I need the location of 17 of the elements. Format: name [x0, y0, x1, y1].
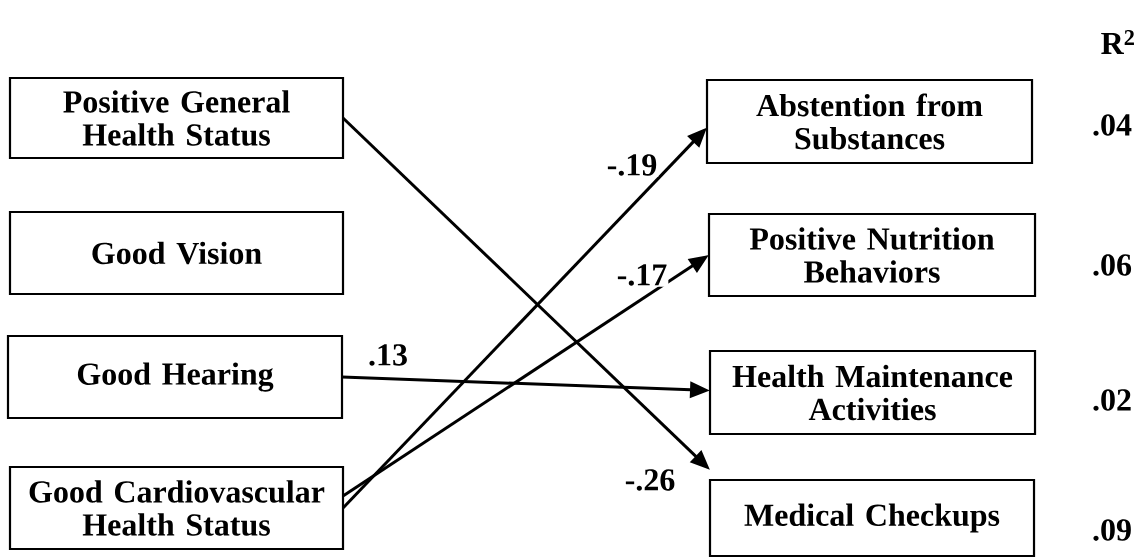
variable-box: Positive Nutrition Behaviors [707, 212, 1037, 298]
r-squared-value: .09 [1093, 519, 1131, 541]
variable-box: Positive General Health Status [8, 76, 345, 160]
path-coefficient: -.17 [615, 263, 669, 287]
path-coefficient: -.26 [623, 468, 677, 492]
r-squared-value: .06 [1093, 254, 1132, 276]
variable-box: Good Hearing [6, 334, 344, 420]
r-squared-value: .02 [1093, 389, 1131, 411]
variable-box: Abstention from Substances [705, 78, 1034, 165]
variable-box: Good Vision [8, 210, 345, 296]
path-coefficient: -.19 [605, 153, 659, 177]
variable-box: Health Maintenance Activities [708, 349, 1037, 436]
r-squared-value: .04 [1093, 114, 1132, 136]
variable-box: Good Cardiovascular Health Status [8, 465, 345, 551]
r-squared-header: R$^{2}$ [1101, 30, 1134, 54]
variable-box: Medical Checkups [708, 478, 1036, 558]
path-coefficient: .13 [367, 343, 409, 367]
